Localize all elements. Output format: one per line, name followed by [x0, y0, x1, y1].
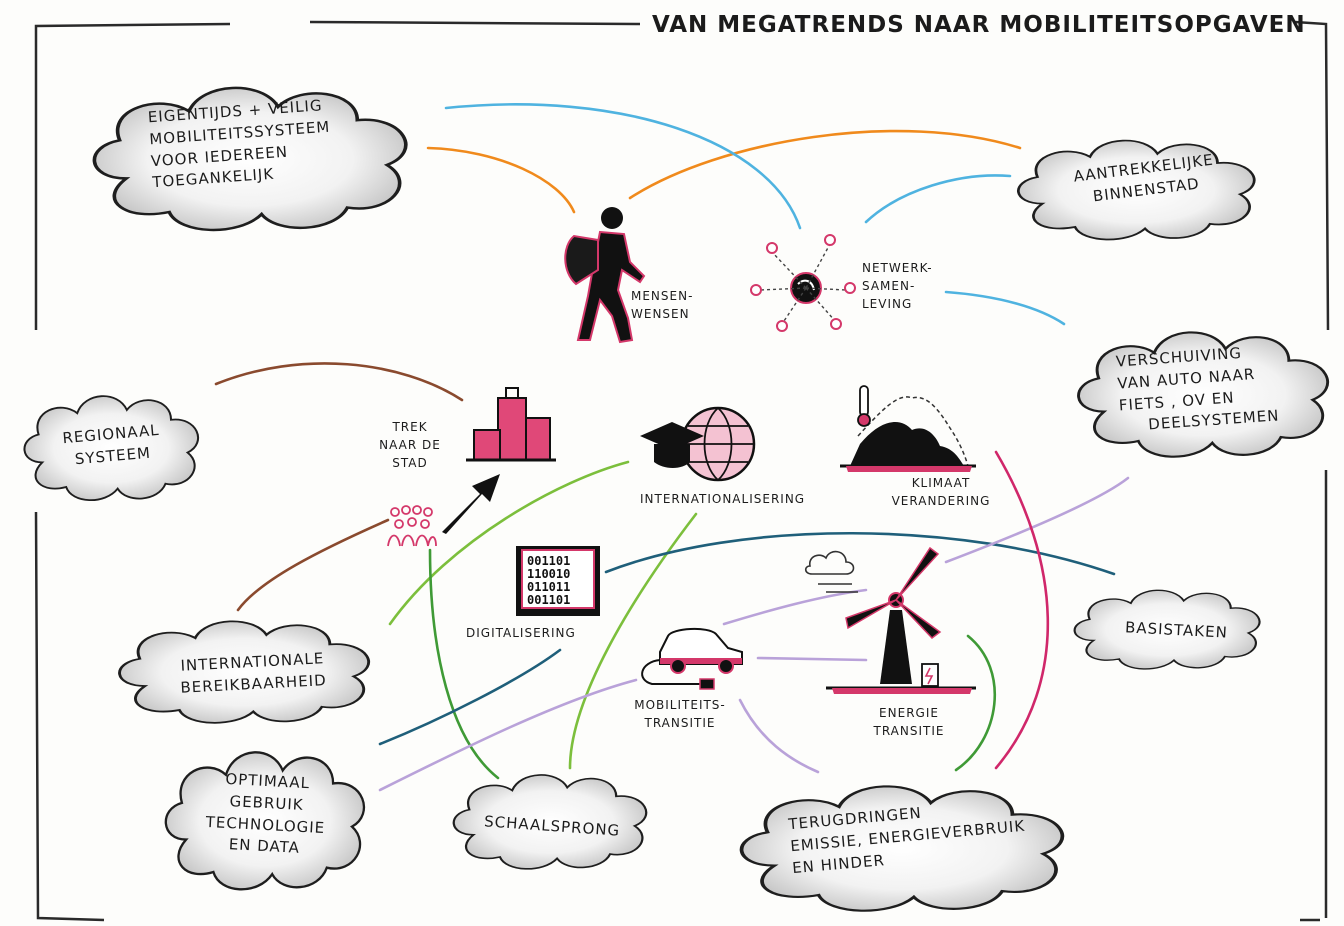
cloud-label-basistaken: BASISTAKEN [1124, 618, 1229, 642]
connector-darkgreen-2 [954, 634, 997, 772]
wind-cloud-icon [804, 550, 858, 593]
trend-label-digitalisering: DIGITALISERING [466, 626, 576, 640]
connector-brown-1 [214, 362, 464, 402]
network-icon [750, 234, 856, 332]
diagram-title: VAN MEGATRENDS NAAR MOBILITEITSOPGAVEN [652, 12, 1306, 38]
connector-lavender-5 [738, 698, 820, 774]
connector-orange-2 [628, 129, 1022, 200]
connector-darkgreen-1 [428, 548, 500, 780]
connector-lavender-3 [722, 588, 868, 626]
thermometer-icon [857, 385, 871, 427]
connector-brown-2 [236, 518, 390, 612]
cloud-label-schaalsprong: SCHAALSPRONG [483, 812, 621, 840]
trend-label-mobiliteitstransitie: MOBILITEITS-TRANSITIE [634, 698, 726, 730]
connector-teal-2 [378, 648, 562, 746]
connector-green-1 [388, 460, 630, 626]
connector-blue-1 [444, 103, 802, 230]
globe-graduation-icon [640, 406, 756, 482]
trend-label-internationalisering: INTERNATIONALISERING [640, 492, 806, 506]
arrow-up-right-icon [442, 474, 500, 534]
binary-line-4: 001101 [527, 593, 570, 607]
trend-label-mensenwensen: MENSEN-WENSEN [631, 289, 694, 321]
connector-teal-1 [604, 531, 1116, 576]
crowd-icon [387, 505, 437, 547]
binary-line-3: 011011 [527, 580, 570, 594]
wind-turbine-icon [826, 546, 976, 694]
connector-orange-1 [426, 146, 576, 214]
binary-line-1: 001101 [527, 554, 570, 568]
binary-line-2: 110010 [527, 567, 570, 581]
trend-label-netwerksamenleving: NETWERK-SAMEN-LEVING [862, 261, 933, 311]
electric-car-icon [641, 628, 743, 690]
connector-lavender-4 [756, 656, 868, 662]
connector-blue-3 [944, 290, 1066, 326]
binary-chip-icon: 001101 110010 011011 001101 [516, 546, 600, 616]
climate-mountain-icon [840, 396, 976, 472]
connector-blue-2 [864, 174, 1012, 224]
connector-lavender-1 [378, 678, 638, 792]
city-buildings-icon [466, 387, 556, 462]
